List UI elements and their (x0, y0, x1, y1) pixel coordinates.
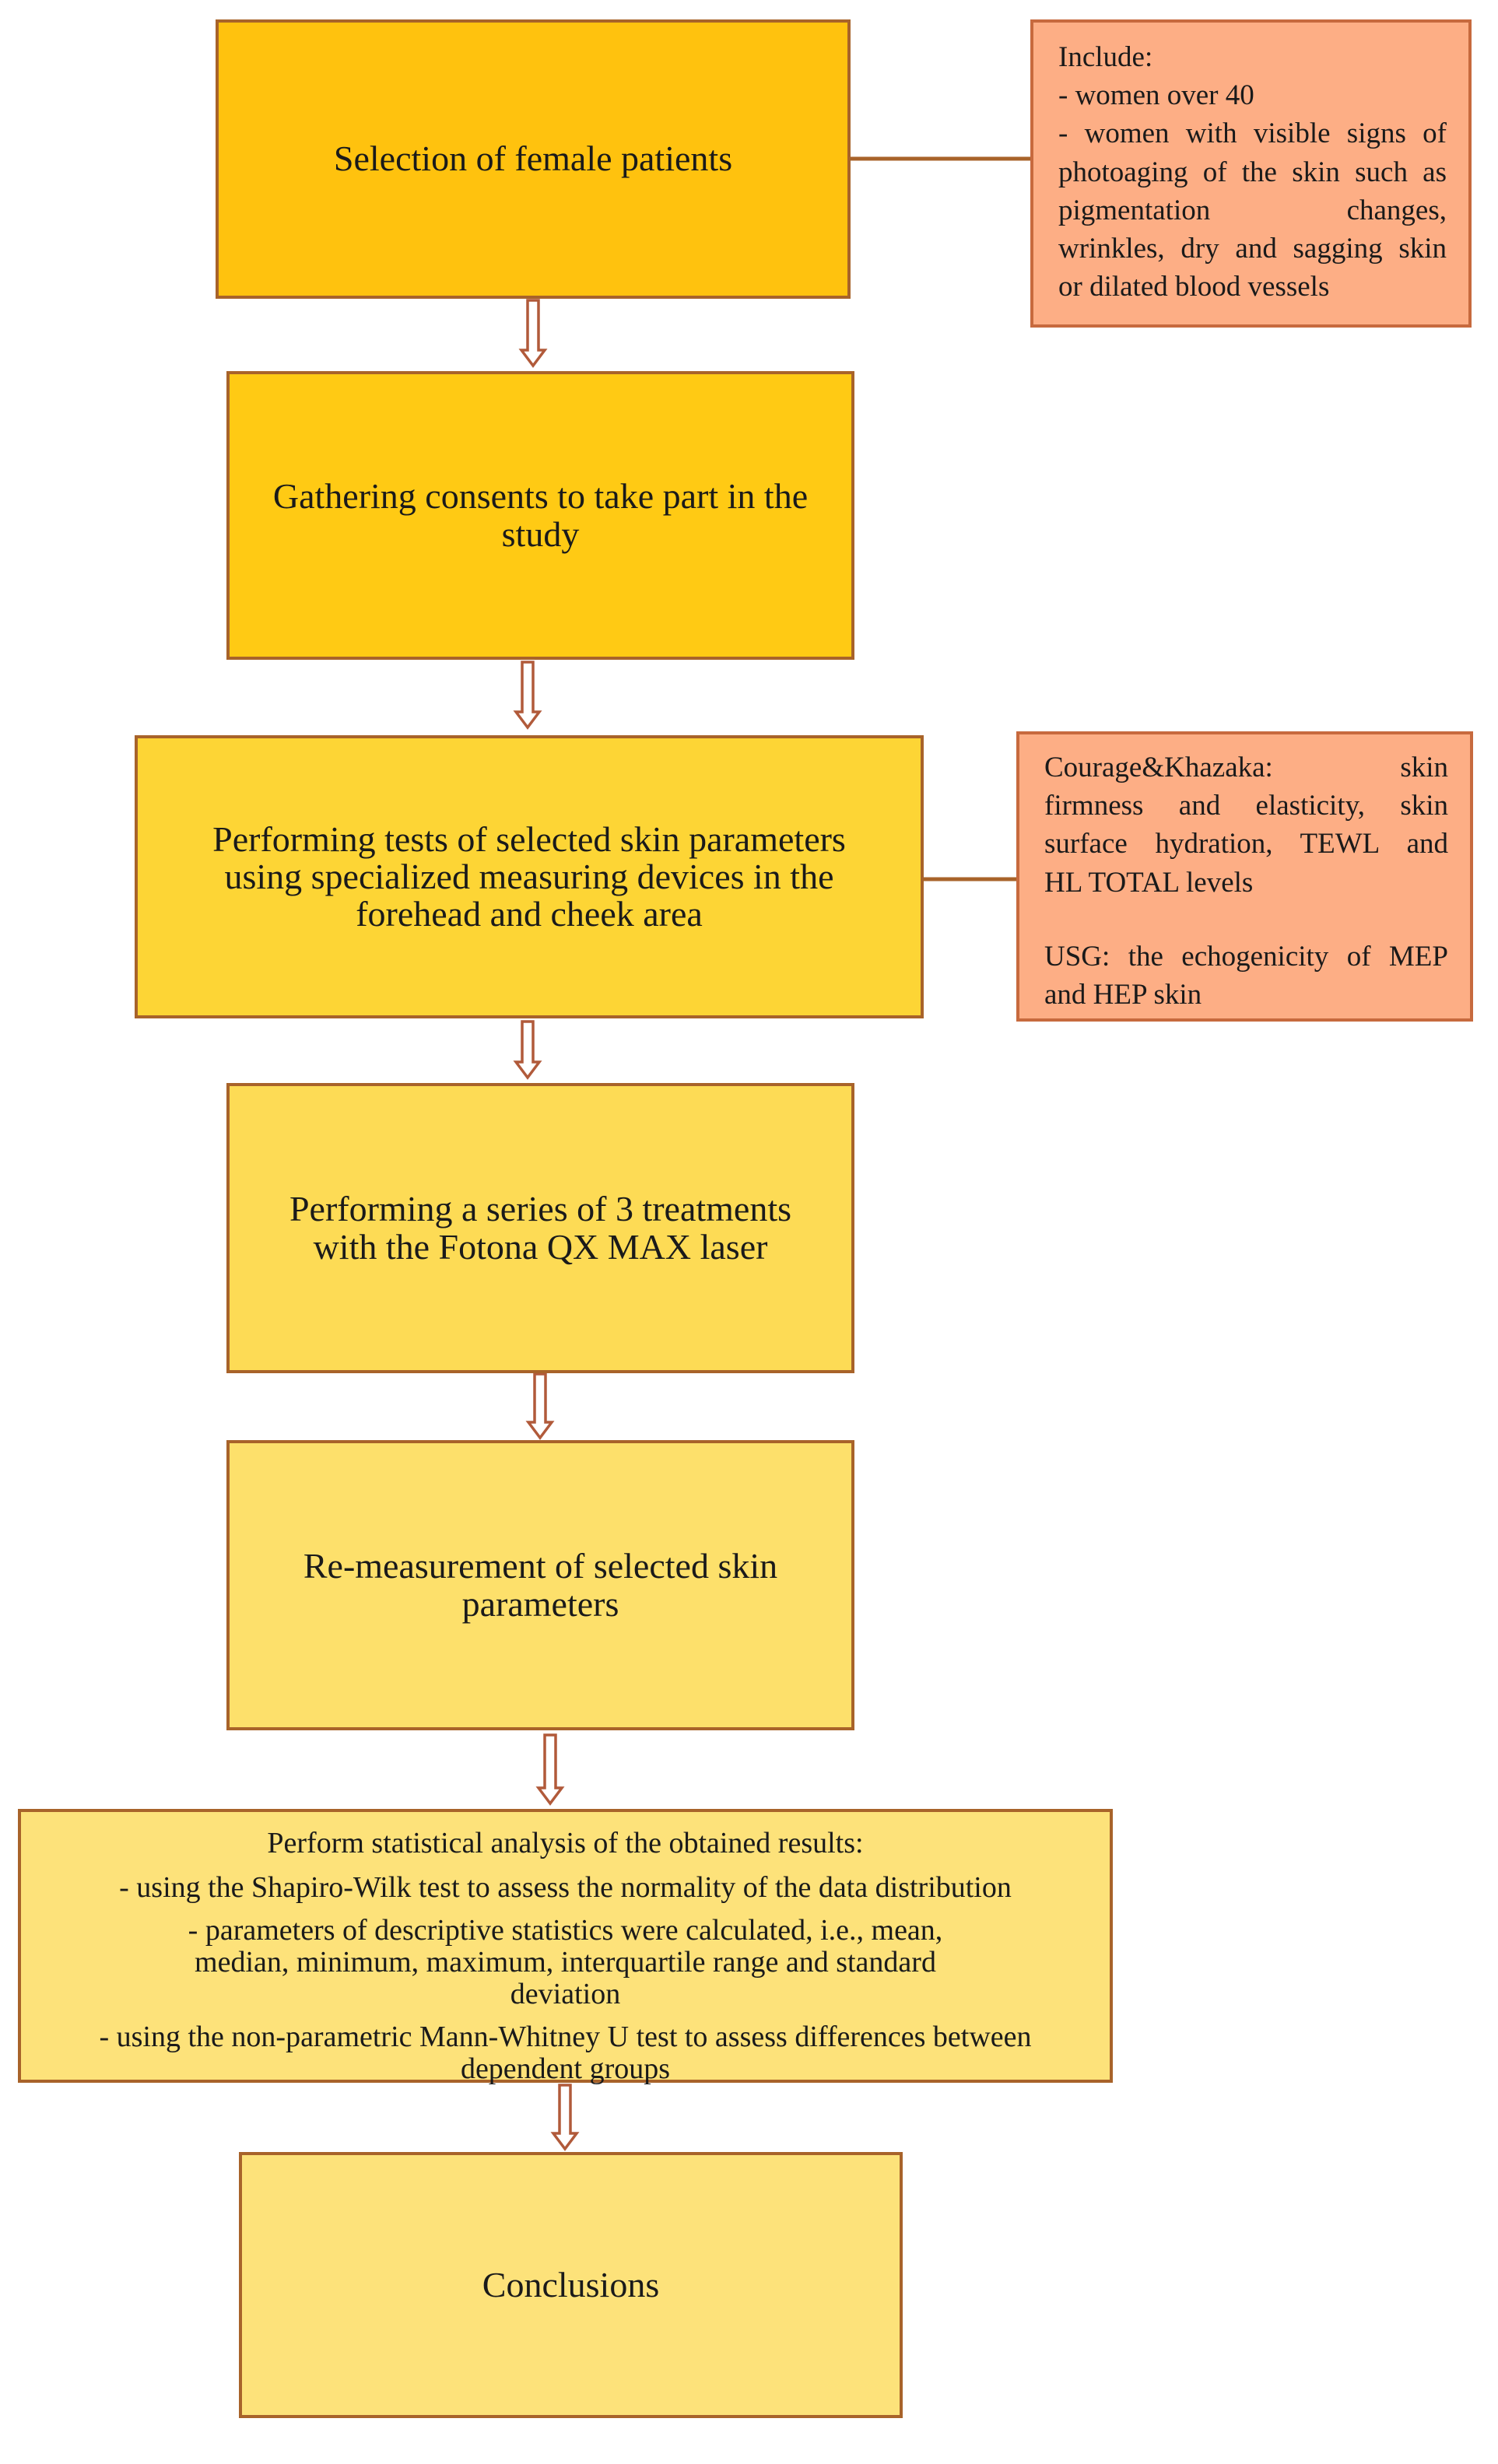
include-criteria-note: Include: - women over 40 - women with vi… (1030, 19, 1472, 328)
step-remeasurement-label: Re-measurement of selected skin paramete… (303, 1546, 778, 1624)
include-note-line: wrinkles, dry and sagging skin (1058, 233, 1447, 265)
step-consents-label: Gathering consents to take part in the s… (272, 476, 809, 554)
arrow-down-6 (550, 2084, 580, 2151)
step-treatments: Performing a series of 3 treatments with… (226, 1083, 854, 1373)
step-conclusions: Conclusions (239, 2152, 903, 2418)
include-note-line: or dilated blood vessels (1058, 271, 1330, 303)
include-note-heading: Include: (1058, 41, 1153, 73)
include-note-line: photoaging of the skin such as (1058, 156, 1447, 188)
measurement-devices-note: Courage&Khazaka: skin firmness and elast… (1016, 731, 1473, 1022)
step-consents: Gathering consents to take part in the s… (226, 371, 854, 660)
step-selection: Selection of female patients (216, 19, 851, 299)
statistics-box: Perform statistical analysis of the obta… (18, 1809, 1113, 2086)
measurement-note-line: and HEP skin (1044, 979, 1202, 1011)
include-note-line: - women with visible signs of (1058, 117, 1447, 150)
measurement-note-line: USG: the echogenicity of MEP (1044, 940, 1448, 973)
step-treatments-label: Performing a series of 3 treatments with… (289, 1189, 792, 1267)
step-tests-label: Performing tests of selected skin parame… (212, 818, 846, 934)
arrow-down-3 (513, 1020, 542, 1080)
statistics-item-normality: - using the Shapiro-Wilk test to assess … (119, 1871, 1012, 1905)
measurement-note-line: firmness and elasticity, skin (1044, 790, 1448, 822)
step-conclusions-label: Conclusions (482, 2264, 660, 2305)
statistics-item-descriptive: - parameters of descriptive statistics w… (188, 1914, 943, 2011)
arrow-down-2 (513, 661, 542, 730)
step-remeasurement: Re-measurement of selected skin paramete… (226, 1440, 854, 1730)
statistics-heading: Perform statistical analysis of the obta… (267, 1827, 864, 1859)
statistics-item-mann-whitney: - using the non-parametric Mann-Whitney … (99, 2021, 1032, 2086)
step-tests: Performing tests of selected skin parame… (135, 735, 924, 1018)
measurement-note-line: surface hydration, TEWL and (1044, 828, 1448, 860)
include-note-line: - women over 40 (1058, 79, 1254, 112)
arrow-down-1 (518, 299, 548, 368)
arrow-down-4 (525, 1372, 555, 1440)
step-selection-label: Selection of female patients (333, 138, 733, 179)
arrow-down-5 (535, 1733, 565, 1806)
measurement-note-line: Courage&Khazaka: skin (1044, 752, 1448, 783)
measurement-note-spacer (1044, 902, 1448, 938)
measurement-note-line: HL TOTAL levels (1044, 866, 1254, 899)
include-note-line: pigmentation changes, (1058, 194, 1447, 226)
